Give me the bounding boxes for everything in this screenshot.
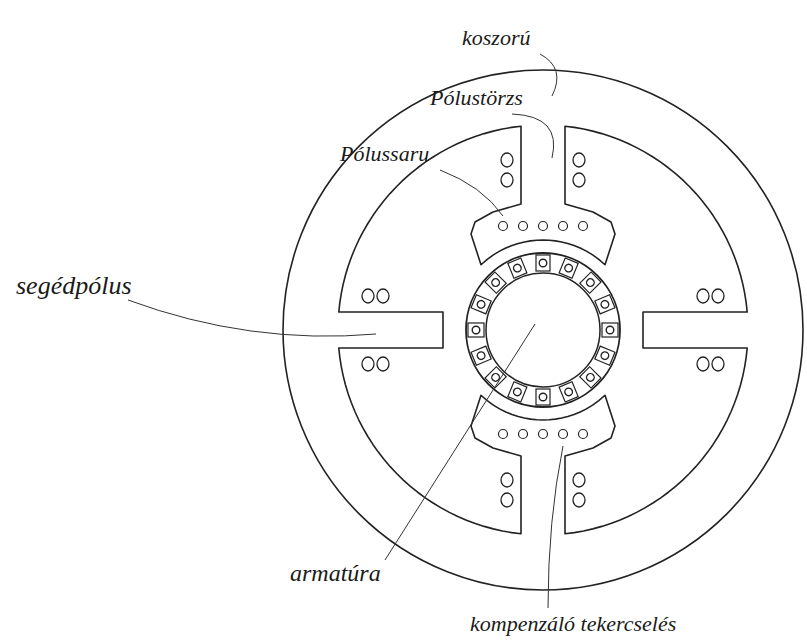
slot-outline	[508, 258, 527, 278]
compensating-conductor	[519, 430, 528, 439]
slot-outline	[536, 389, 550, 405]
coil-conductor	[501, 173, 513, 187]
slot-outline	[485, 272, 506, 293]
armature-slot	[559, 382, 578, 402]
armature-slot	[536, 389, 550, 405]
part-label: segédpólus	[16, 272, 132, 301]
armature-inner	[486, 273, 600, 387]
slot-outline	[559, 382, 578, 402]
armature-slot	[595, 295, 615, 314]
coil-conductor	[573, 473, 585, 487]
slot-outline	[471, 346, 491, 365]
leader-line	[540, 54, 557, 96]
armature-slot	[468, 323, 484, 337]
slot-outline	[580, 367, 601, 388]
armature-slot	[485, 272, 506, 293]
leader-line	[548, 446, 563, 608]
part-label: Pólustörzs	[430, 86, 523, 110]
slot-conductor	[512, 263, 522, 273]
armature-slot	[536, 255, 550, 271]
slot-conductor	[490, 277, 501, 288]
slot-outline	[536, 255, 550, 271]
compensating-conductor	[579, 430, 588, 439]
slot-conductor	[476, 299, 486, 309]
slot-outline	[595, 295, 615, 314]
slot-conductor	[476, 351, 486, 361]
coil-conductor	[697, 289, 709, 303]
armature-slot	[559, 258, 578, 278]
coil-conductor	[712, 289, 724, 303]
compensating-conductor	[539, 430, 548, 439]
leader-line	[128, 300, 376, 336]
armature-slot	[508, 382, 527, 402]
coil-conductor	[573, 173, 585, 187]
yoke-outline	[283, 70, 803, 590]
slot-conductor	[585, 372, 596, 383]
coil-conductor	[697, 357, 709, 371]
slot-outline	[508, 382, 527, 402]
part-label: armatúra	[290, 560, 381, 586]
coil-conductor	[501, 493, 513, 507]
armature-slot	[485, 367, 506, 388]
compensating-conductor	[579, 222, 588, 231]
compensating-conductor	[539, 222, 548, 231]
coil-conductor	[501, 473, 513, 487]
part-label: Pólussaru	[340, 142, 429, 166]
compensating-conductor	[499, 430, 508, 439]
slot-outline	[468, 323, 484, 337]
compensating-conductor	[519, 222, 528, 231]
armature	[466, 253, 620, 407]
slot-outline	[471, 295, 491, 314]
compensating-conductor	[559, 430, 568, 439]
coil-conductor	[377, 357, 389, 371]
armature-slot	[471, 295, 491, 314]
leader-line	[512, 114, 554, 158]
compensating-winding	[499, 222, 588, 439]
compensating-conductor	[499, 222, 508, 231]
coil-conductor	[362, 357, 374, 371]
slot-conductor	[539, 393, 547, 401]
coil-conductor	[712, 357, 724, 371]
armature-outer	[466, 253, 620, 407]
leader-lines	[128, 54, 563, 608]
compensating-conductor	[559, 222, 568, 231]
slot-conductor	[490, 372, 501, 383]
slot-conductor	[539, 259, 547, 267]
armature-slot	[471, 346, 491, 365]
armature-slot	[602, 323, 618, 337]
part-label: koszorú	[462, 26, 530, 50]
slot-outline	[602, 323, 618, 337]
slot-conductor	[585, 277, 596, 288]
slot-conductor	[600, 351, 610, 361]
coil-conductor	[377, 289, 389, 303]
coil-conductor	[573, 153, 585, 167]
slot-conductor	[600, 299, 610, 309]
armature-slot	[595, 346, 615, 365]
slot-conductor	[512, 387, 522, 397]
coil-conductor	[573, 493, 585, 507]
armature-slot	[508, 258, 527, 278]
slot-conductor	[606, 326, 614, 334]
slot-outline	[559, 258, 578, 278]
field-coils	[362, 153, 724, 507]
coil-conductor	[501, 153, 513, 167]
leader-line	[385, 324, 535, 560]
slot-conductor	[564, 387, 574, 397]
part-label: kompenzáló tekercselés	[470, 612, 676, 636]
slot-outline	[580, 272, 601, 293]
stator-contour	[339, 126, 747, 534]
coil-conductor	[362, 289, 374, 303]
leader-line	[440, 170, 503, 216]
slot-conductor	[564, 263, 574, 273]
armature-slot	[580, 272, 601, 293]
slot-conductor	[472, 326, 480, 334]
slot-outline	[595, 346, 615, 365]
slot-outline	[485, 367, 506, 388]
armature-slot	[580, 367, 601, 388]
